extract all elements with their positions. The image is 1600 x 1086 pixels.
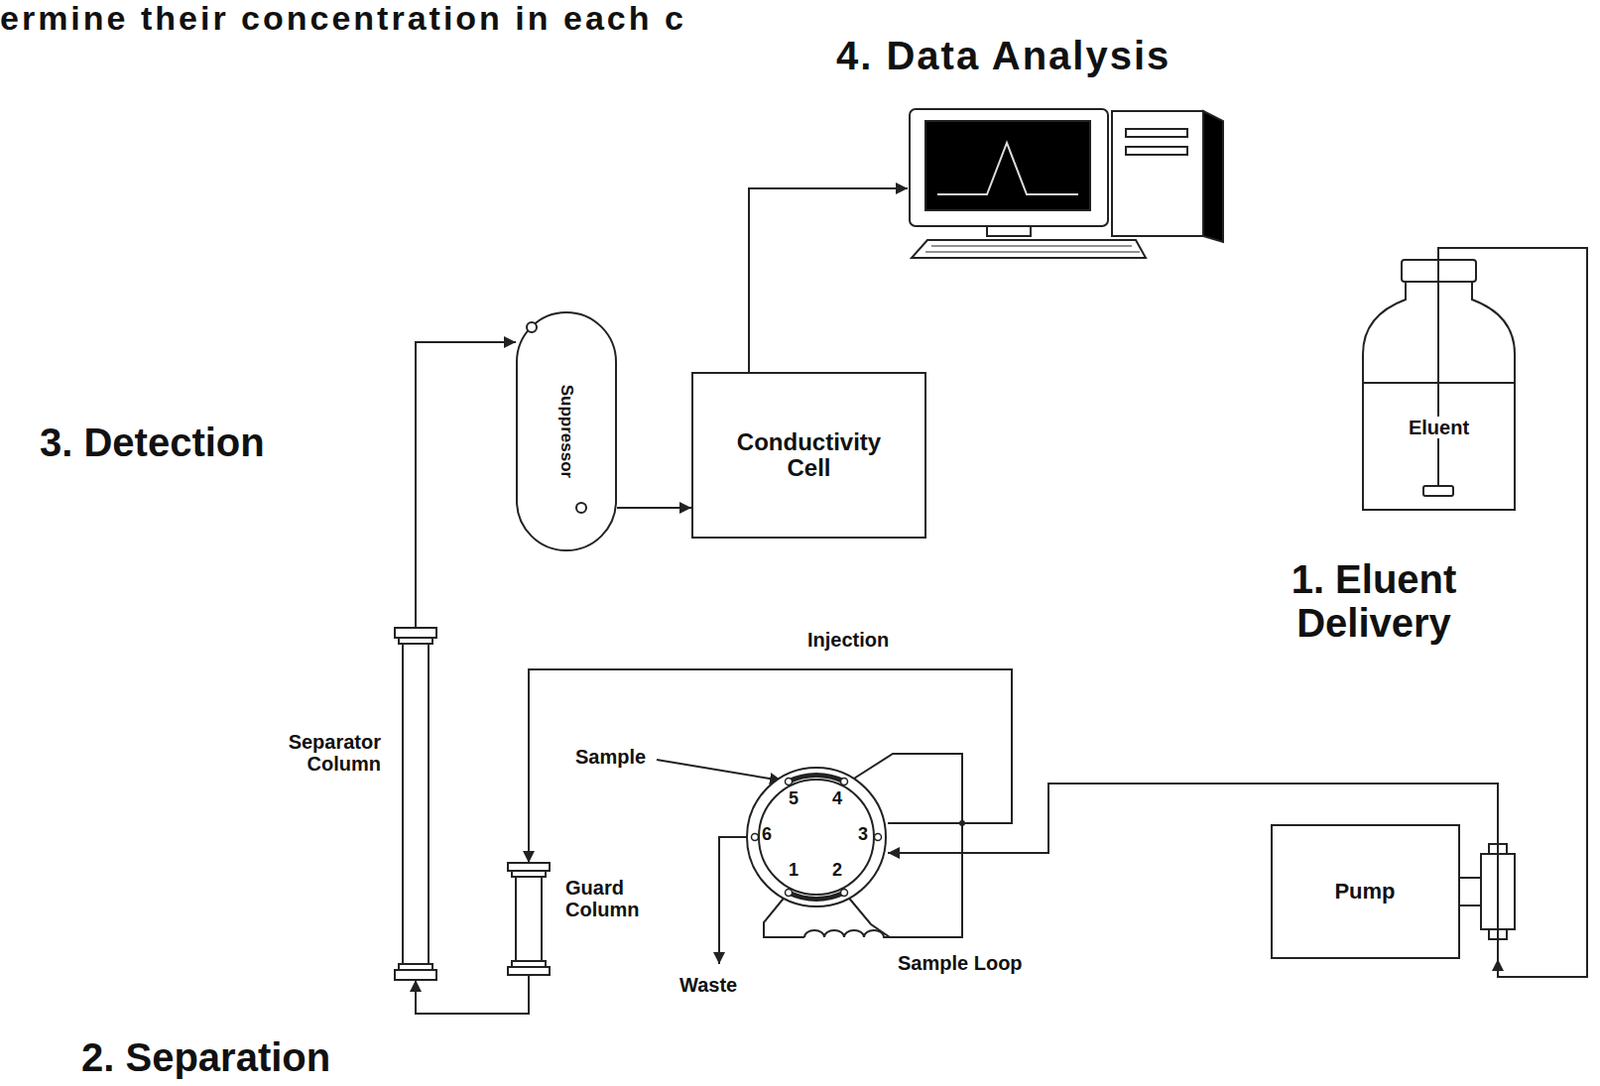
flow-line xyxy=(748,188,908,372)
port-number: 5 xyxy=(788,789,799,808)
part-label: Sample xyxy=(575,745,646,768)
process-box: Conductivity Cell xyxy=(691,371,927,539)
component-shape xyxy=(907,107,1231,261)
flow-line xyxy=(616,506,692,509)
node-label: Pump xyxy=(1270,879,1460,904)
section-heading: 1. Eluent Delivery xyxy=(1230,557,1518,645)
flow-line xyxy=(415,342,516,628)
node-label: Eluent xyxy=(1404,416,1474,439)
column-symbol: Separator Column xyxy=(392,627,439,981)
computer-box: 4. Data Analysis xyxy=(907,107,1231,261)
suppressor-box: Suppressor xyxy=(515,311,617,552)
sample-arrow xyxy=(656,759,782,781)
port-number: 1 xyxy=(788,861,799,879)
node-label: Separator Column xyxy=(242,731,381,775)
node-label: Suppressor xyxy=(557,384,577,479)
component-shape xyxy=(1270,824,1526,960)
node-label: Guard Column xyxy=(565,876,685,921)
eluent-bottle: Eluent xyxy=(1361,259,1516,511)
column-symbol: Guard Column xyxy=(505,862,552,976)
flow-line xyxy=(528,669,1012,863)
heading-fragment: ermine their concentration in each c xyxy=(0,0,687,37)
section-heading: 3. Detection xyxy=(39,420,265,465)
component-shape xyxy=(392,627,439,981)
component-shape xyxy=(505,862,552,976)
port-number: 2 xyxy=(832,861,843,879)
port-number: 6 xyxy=(761,825,772,844)
waste-line xyxy=(719,837,747,965)
part-label: Waste xyxy=(679,974,738,996)
pump-box: Pump xyxy=(1270,824,1526,960)
node-label: Conductivity Cell xyxy=(715,429,904,483)
sample-loop-coil xyxy=(804,930,890,938)
edge-label: Injection xyxy=(805,628,891,651)
section-heading: 2. Separation xyxy=(81,1035,331,1080)
port-line xyxy=(846,894,890,938)
component-shape xyxy=(1361,259,1516,511)
injection-valve: 5 4 6 3 1 2 xyxy=(744,765,888,909)
part-label: Sample Loop xyxy=(897,952,1023,975)
port-number: 3 xyxy=(858,825,868,844)
port-number: 4 xyxy=(832,789,843,808)
node-label: 4. Data Analysis xyxy=(836,33,1171,78)
